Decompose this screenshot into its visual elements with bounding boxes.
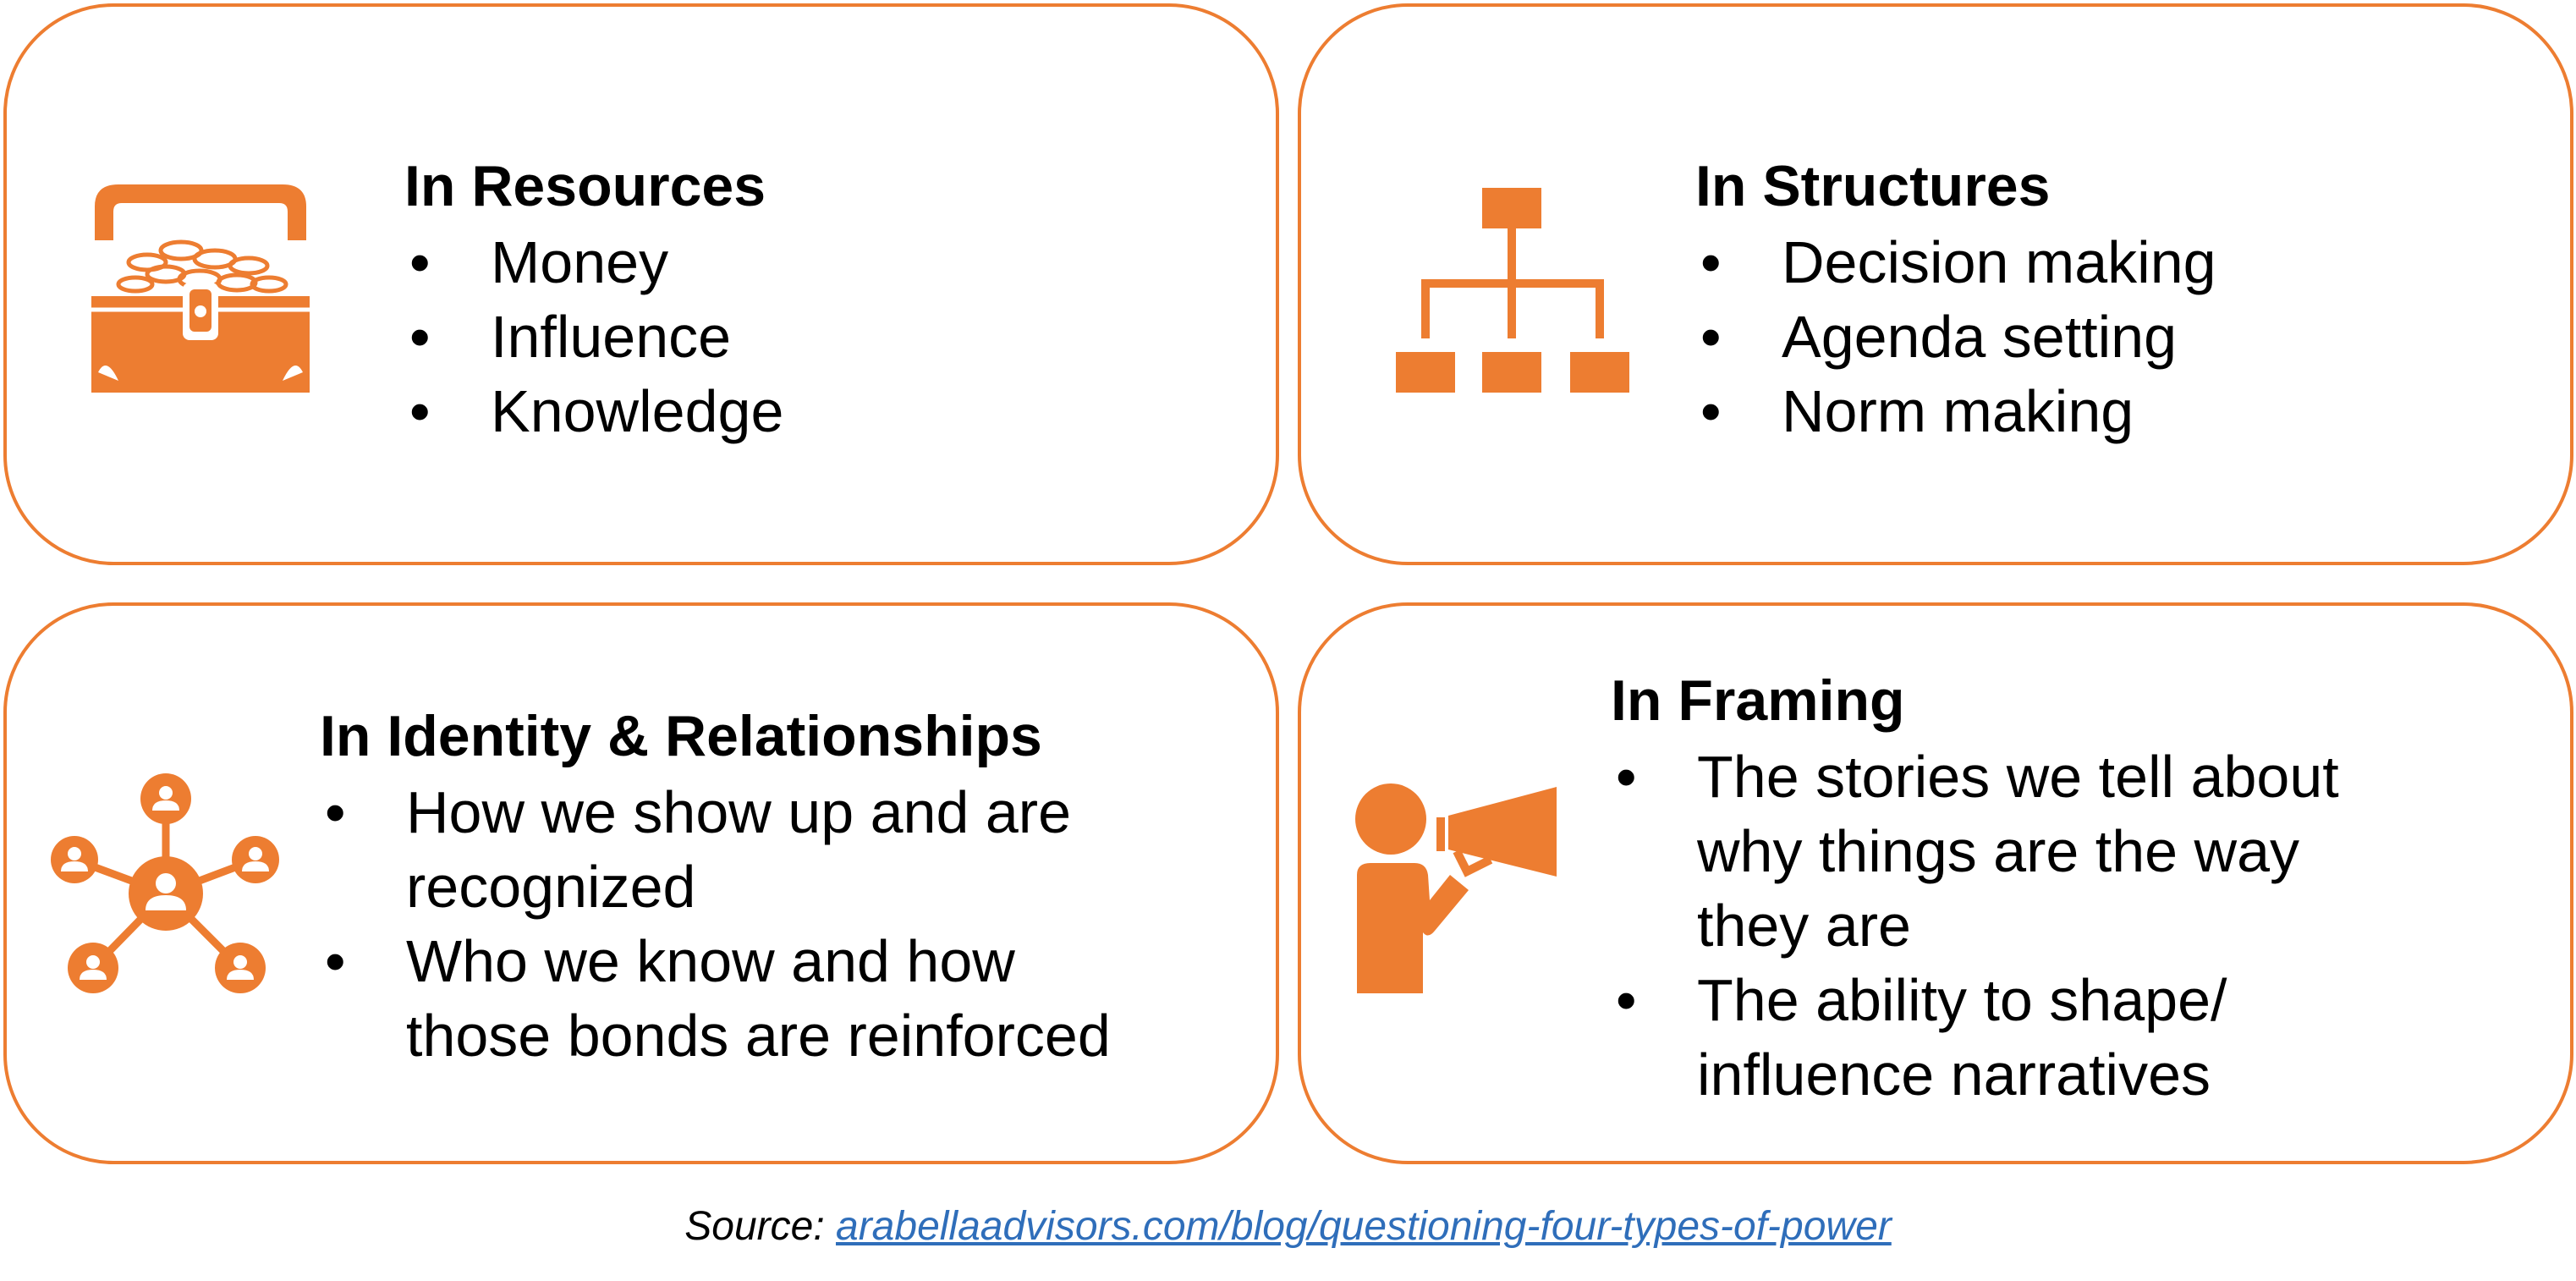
source-link[interactable]: arabellaadvisors.com/blog/questioning-fo… [836, 1204, 1892, 1249]
bullet-item: •Money [404, 225, 783, 300]
bullet-item: •Knowledge [404, 374, 783, 448]
network-people-icon [49, 770, 283, 1003]
bullet-item: •Influence [404, 300, 783, 374]
bullet-dot: • [1700, 304, 1722, 370]
bullet-item: •Agenda setting [1695, 300, 2216, 374]
bullet-item: •Decision making [1695, 225, 2216, 300]
bullet-dot: • [325, 928, 346, 994]
source-citation: Source: arabellaadvisors.com/blog/questi… [0, 1201, 2576, 1252]
card-identity-relationships: In Identity & Relationships •How we show… [3, 602, 1279, 1164]
card-title: In Structures [1695, 154, 2051, 218]
bullet-item: •The ability to shape/influence narrativ… [1611, 963, 2339, 1112]
card-resources: In Resources •Money •Influence •Knowledg… [3, 3, 1279, 565]
bullet-list: •Decision making •Agenda setting •Norm m… [1695, 225, 2216, 448]
treasure-chest-icon [88, 181, 313, 397]
card-title: In Identity & Relationships [320, 704, 1042, 768]
bullet-item: •Norm making [1695, 374, 2216, 448]
bullet-dot: • [409, 229, 431, 295]
card-identity-content: In Identity & Relationships •How we show… [320, 701, 1111, 1073]
card-title: In Resources [404, 154, 766, 218]
org-chart-icon [1394, 186, 1631, 399]
card-resources-content: In Resources •Money •Influence •Knowledg… [404, 151, 783, 448]
card-title: In Framing [1611, 668, 1905, 733]
source-label: Source: [684, 1204, 825, 1249]
bullet-dot: • [409, 378, 431, 444]
card-structures-content: In Structures •Decision making •Agenda s… [1695, 151, 2216, 448]
bullet-dot: • [325, 779, 346, 845]
megaphone-person-icon [1355, 782, 1567, 998]
card-structures: In Structures •Decision making •Agenda s… [1298, 3, 2573, 565]
bullet-dot: • [1700, 378, 1722, 444]
bullet-dot: • [1616, 967, 1637, 1033]
bullet-dot: • [1700, 229, 1722, 295]
bullet-dot: • [409, 304, 431, 370]
bullet-list: •Money •Influence •Knowledge [404, 225, 783, 448]
bullet-dot: • [1616, 744, 1637, 810]
